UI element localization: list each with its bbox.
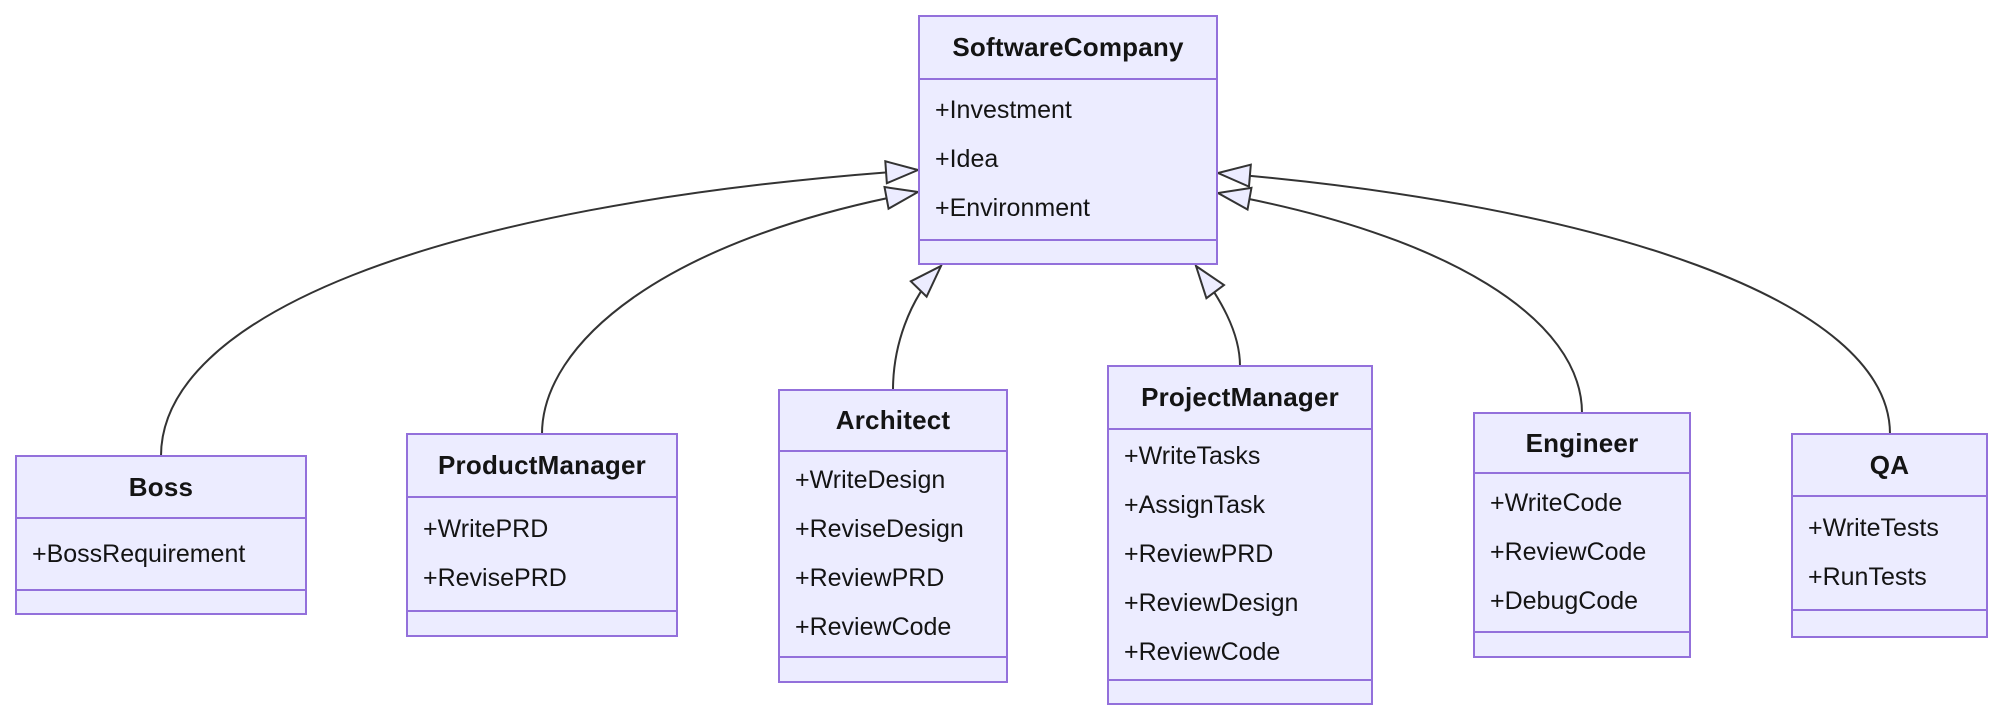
class-methods-empty: [408, 610, 676, 635]
class-title: ProjectManager: [1141, 382, 1339, 412]
class-member: +Investment: [935, 96, 1072, 124]
class-member: +BossRequirement: [32, 539, 246, 568]
class-member: +ReviewPRD: [1124, 540, 1274, 568]
class-member: +DebugCode: [1490, 587, 1639, 615]
class-title: Architect: [835, 405, 951, 435]
class-methods-empty: [920, 239, 1216, 263]
class-node-architect: Architect +WriteDesign +ReviseDesign +Revi…: [778, 389, 1008, 683]
class-member: +WriteDesign: [795, 466, 946, 494]
class-member: +ReviewPRD: [795, 564, 945, 592]
class-members: +WritePRD +RevisePRD: [408, 496, 676, 610]
class-node-boss: Boss +BossRequirement: [15, 455, 307, 615]
edge-boss-to-softwarecompany: [160, 159, 922, 457]
class-title: Engineer: [1525, 427, 1639, 458]
class-title: ProductManager: [438, 450, 646, 480]
class-member: +WriteTasks: [1124, 442, 1261, 470]
class-member: +ReviseDesign: [795, 515, 964, 543]
class-node-qa: QA +WriteTests +RunTests: [1791, 433, 1988, 638]
class-title: SoftwareCompany: [952, 32, 1184, 62]
edge-productmanager-to-softwarecompany: [541, 185, 922, 435]
class-member: +RunTests: [1808, 563, 1927, 591]
class-node-softwarecompany: SoftwareCompany +Investment +Idea +Environ…: [918, 15, 1218, 265]
class-member: +Idea: [935, 145, 999, 173]
class-member: +WriteTests: [1808, 514, 1939, 542]
class-member: +WriteCode: [1490, 489, 1623, 517]
class-methods-empty: [17, 589, 305, 613]
class-member: +Environment: [935, 194, 1090, 222]
class-title: QA: [1869, 449, 1910, 480]
class-member: +RevisePRD: [423, 564, 567, 592]
class-members: +WriteTests +RunTests: [1793, 495, 1986, 609]
edge-architect-to-softwarecompany: [892, 263, 944, 391]
class-member: +ReviewCode: [1124, 638, 1281, 666]
class-node-projectmanager: ProjectManager +WriteTasks +AssignTask +Re…: [1107, 365, 1373, 705]
class-methods-empty: [780, 656, 1006, 681]
class-title: Boss: [128, 471, 194, 502]
class-members: +BossRequirement: [17, 517, 305, 589]
edge-projectmanager-to-softwarecompany: [1194, 263, 1241, 367]
class-member: +ReviewCode: [795, 613, 952, 641]
class-members: +WriteDesign +ReviseDesign +ReviewPRD +Revi…: [780, 450, 1006, 656]
class-member: +AssignTask: [1124, 491, 1266, 519]
class-node-engineer: Engineer +WriteCode +ReviewCode +DebugCode: [1473, 412, 1691, 658]
class-members: +Investment +Idea +Environment: [920, 78, 1216, 239]
class-members: +WriteCode +ReviewCode +DebugCode: [1475, 472, 1689, 631]
class-methods-empty: [1475, 631, 1689, 656]
class-methods-empty: [1109, 679, 1371, 703]
class-member: +ReviewDesign: [1124, 589, 1299, 617]
class-member: +ReviewCode: [1490, 538, 1647, 566]
class-members: +WriteTasks +AssignTask +ReviewPRD +ReviewD…: [1109, 428, 1371, 679]
class-methods-empty: [1793, 609, 1986, 636]
edge-qa-to-softwarecompany: [1214, 163, 1891, 435]
edge-engineer-to-softwarecompany: [1214, 186, 1583, 414]
class-member: +WritePRD: [423, 515, 549, 543]
class-node-productmanager: ProductManager +WritePRD +RevisePRD: [406, 433, 678, 637]
